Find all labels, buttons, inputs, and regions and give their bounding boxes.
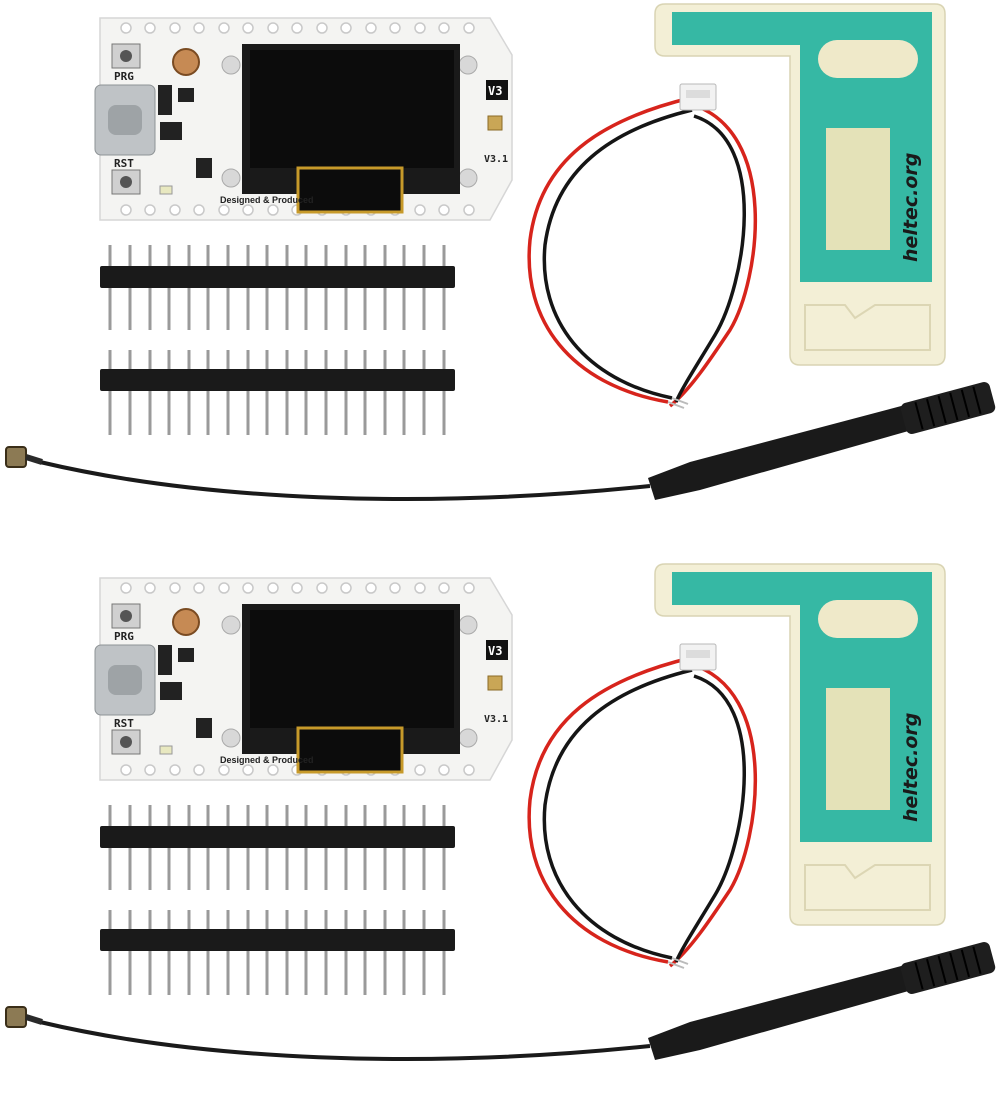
lora-antenna [5, 941, 996, 1061]
rst-label: RST [114, 717, 134, 730]
antenna-tip [900, 941, 996, 995]
version-badge: V3 [488, 644, 502, 658]
pin-header-housing [100, 929, 455, 951]
chip-component [178, 88, 194, 102]
mount-hole [458, 168, 478, 188]
pin-header-row-2 [100, 910, 455, 995]
status-led [159, 185, 173, 195]
chip-component [196, 718, 212, 738]
pin-header-row-1 [100, 245, 455, 330]
antenna-window [826, 688, 890, 810]
silkscreen-text: Designed & Produced [220, 755, 314, 765]
chip-component [178, 648, 194, 662]
antenna-slot [818, 600, 918, 638]
pin-header-housing [100, 826, 455, 848]
silkscreen-text: Designed & Produced [220, 195, 314, 205]
version-badge-bg [486, 640, 508, 660]
kit-set-2: PRG RST Designed & Produced V3 V3.1 [0, 560, 1000, 1100]
oled-flex-cable [296, 166, 404, 214]
kit-illustration: PRG RST Designed & Produced V3 V3.1 [5, 3, 996, 501]
chip-component [158, 85, 172, 115]
antenna-tip [900, 381, 996, 435]
rst-button-cap [120, 176, 132, 188]
mount-hole [221, 615, 241, 635]
pin-header-row-2 [100, 350, 455, 435]
jst-connector-slot [686, 90, 710, 98]
prg-label: PRG [114, 70, 134, 83]
kit-illustration: PRG RST Designed & Produced V3 V3.1 [5, 563, 996, 1061]
prg-label: PRG [114, 630, 134, 643]
mount-hole [458, 728, 478, 748]
prg-button-cap [120, 50, 132, 62]
revision-label: V3.1 [484, 714, 508, 725]
chip-component [160, 122, 182, 140]
brand-text: heltec.org [900, 153, 922, 262]
ufl-connector [5, 446, 27, 468]
antenna-sleeve [648, 965, 912, 1060]
battery-cable [527, 83, 758, 409]
kit-set-1: PRG RST Designed & Produced V3 V3.1 [0, 0, 1000, 540]
pin-header-row-1 [100, 805, 455, 890]
rst-button-cap [120, 736, 132, 748]
version-badge: V3 [488, 84, 502, 98]
brand-text: heltec.org [900, 713, 922, 822]
antenna-sleeve [648, 405, 912, 500]
jst-connector-slot [686, 650, 710, 658]
chip-component [196, 158, 212, 178]
chip-component [158, 645, 172, 675]
ufl-connector [5, 1006, 27, 1028]
mount-hole [221, 55, 241, 75]
lora-dev-board: PRG RST Designed & Produced V3 V3.1 [94, 577, 513, 781]
mount-hole [458, 55, 478, 75]
lora-antenna [5, 381, 996, 501]
mount-hole [221, 728, 241, 748]
oled-screen [250, 50, 454, 168]
pin-header-housing [100, 369, 455, 391]
lora-dev-board: PRG RST Designed & Produced V3 V3.1 [94, 17, 513, 221]
inductor-coil [172, 48, 200, 76]
usb-c-opening [108, 105, 142, 135]
pcb-antenna: heltec.org [654, 563, 946, 926]
ufl-socket [487, 675, 503, 691]
mount-hole [458, 615, 478, 635]
antenna-window [826, 128, 890, 250]
ufl-socket [487, 115, 503, 131]
inductor-coil [172, 608, 200, 636]
oled-screen [250, 610, 454, 728]
status-led [159, 745, 173, 755]
mount-hole [221, 168, 241, 188]
version-badge-bg [486, 80, 508, 100]
prg-button-cap [120, 610, 132, 622]
usb-c-opening [108, 665, 142, 695]
revision-label: V3.1 [484, 154, 508, 165]
chip-component [160, 682, 182, 700]
antenna-slot [818, 40, 918, 78]
prg-button [111, 43, 141, 69]
pin-header-housing [100, 266, 455, 288]
oled-flex-cable [296, 726, 404, 774]
pcb-antenna: heltec.org [654, 3, 946, 366]
battery-cable [527, 643, 758, 969]
rst-label: RST [114, 157, 134, 170]
